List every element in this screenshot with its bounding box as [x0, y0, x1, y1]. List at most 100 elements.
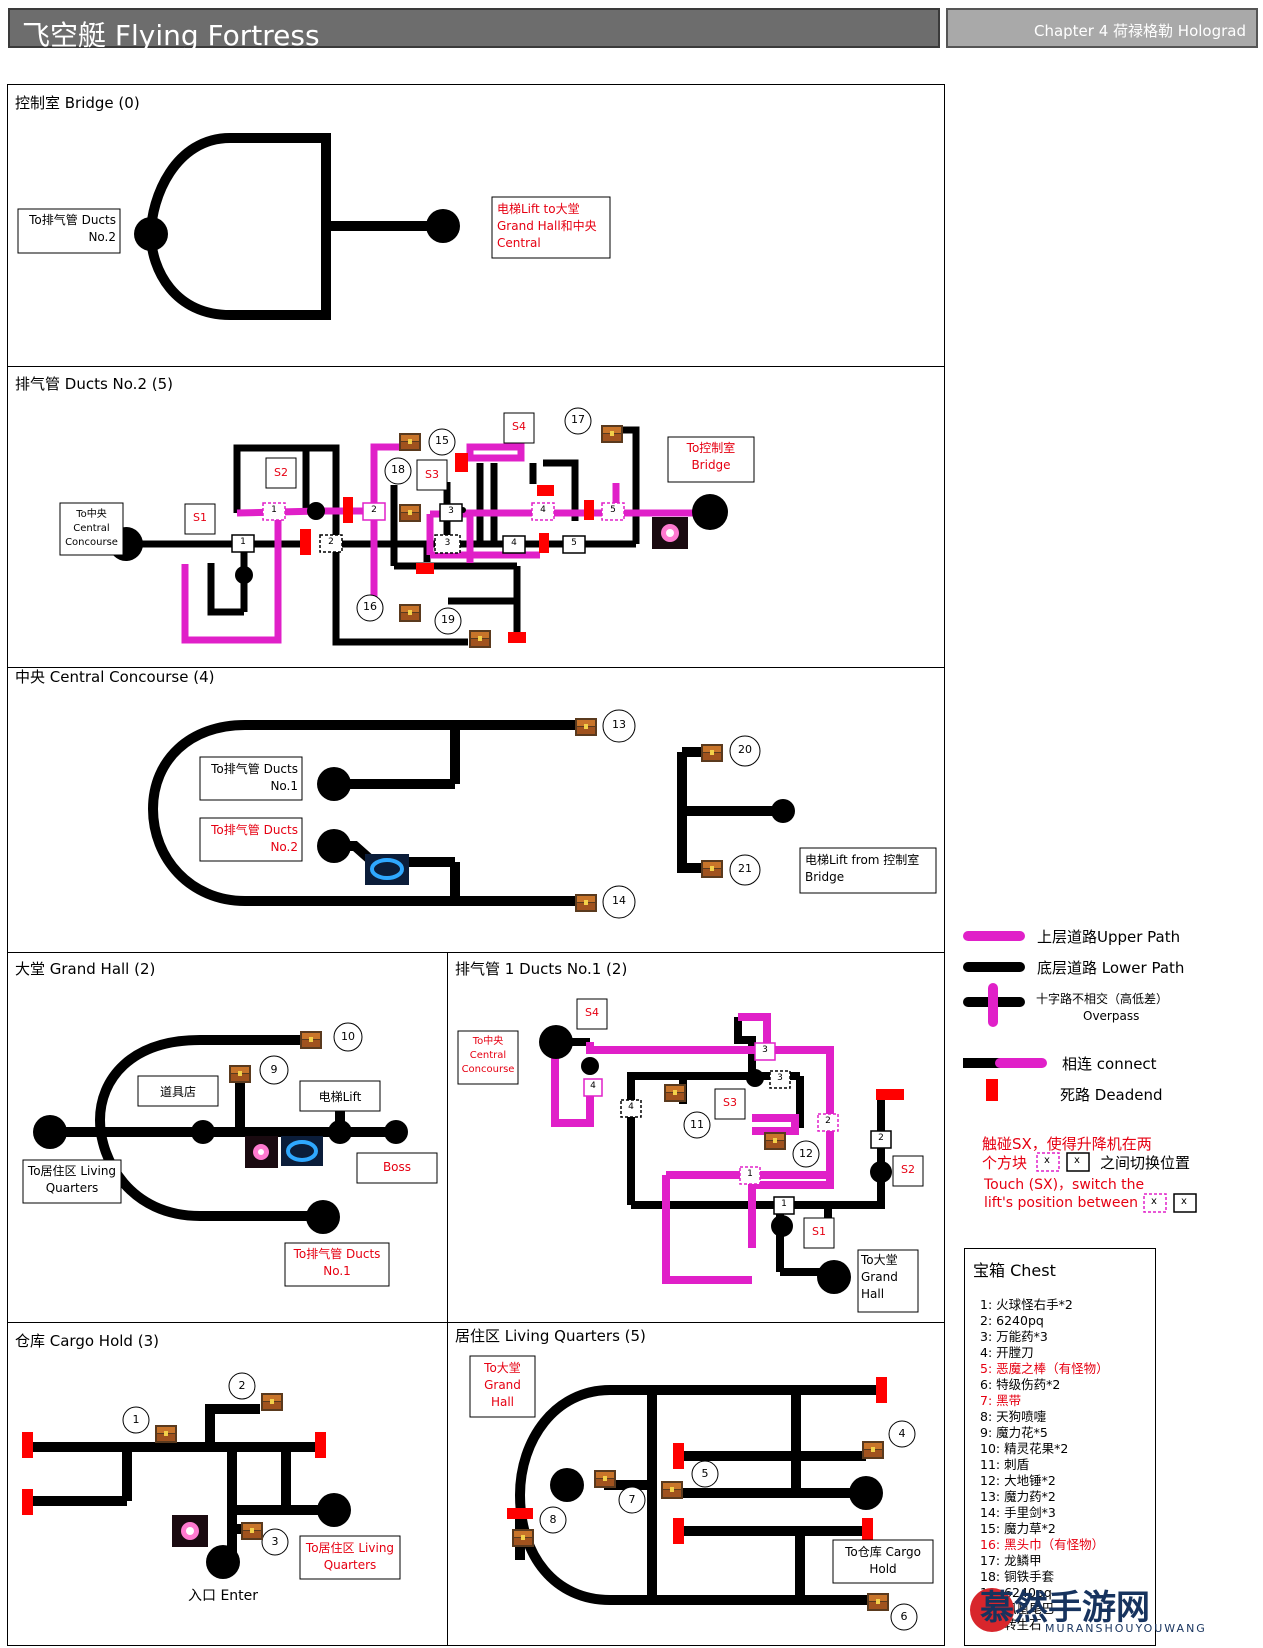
chest-marker-c1: 1 — [132, 1413, 140, 1426]
ducts2-node-2: 2 — [328, 537, 334, 547]
chest-item: 18: 铜铁手套 — [980, 1569, 1055, 1584]
chest-item: 13: 魔力药*2 — [980, 1489, 1056, 1504]
legend-note-en-2: lift's position between — [984, 1195, 1138, 1211]
living-grand-label-2: Grand — [484, 1378, 521, 1392]
ducts2-node-4b: 4 — [540, 505, 546, 515]
chest-marker-l5: 5 — [701, 1467, 709, 1480]
chest-marker-c3: 3 — [271, 1535, 279, 1548]
living-cargo-label-1: To仓库 Cargo — [845, 1545, 921, 1559]
chest-item: 4: 开膛刀 — [980, 1345, 1034, 1360]
chest-marker-13: 13 — [612, 718, 626, 731]
page-title: 飞空艇 Flying Fortress — [22, 19, 320, 52]
chest-marker-18: 18 — [391, 463, 405, 476]
ducts2-s1[interactable]: S1 — [193, 511, 207, 524]
chest-marker-l7: 7 — [628, 1493, 636, 1506]
living-grand-label-1: To大堂 — [484, 1361, 521, 1375]
ducts2-s2[interactable]: S2 — [274, 466, 288, 479]
ducts2-s4[interactable]: S4 — [512, 420, 526, 433]
ducts1-central-label-3: Concourse — [461, 1064, 515, 1075]
living-title: 居住区 Living Quarters (5) — [455, 1327, 646, 1345]
chest-item: 12: 大地锤*2 — [980, 1473, 1056, 1488]
chest-item: 2: 6240pq — [980, 1313, 1044, 1328]
bridge-node-left — [134, 217, 168, 251]
ducts1-node-3b: 3 — [777, 1073, 783, 1083]
bridge-ducts2-label-1: To排气管 Ducts — [29, 213, 116, 227]
central-lift-label-2: Bridge — [805, 870, 845, 884]
legend-note-cn-3: 之间切换位置 — [1100, 1154, 1191, 1172]
bridge-lift-label-1: 电梯Lift to大堂 — [497, 202, 580, 216]
ducts2-bridge-label-1: To控制室 — [686, 441, 736, 455]
central-lift-label-1: 电梯Lift from 控制室 — [805, 853, 920, 867]
legend-x2: x — [1074, 1155, 1080, 1166]
ducts1-node-4: 4 — [590, 1081, 596, 1091]
legend-note-en-1: Touch (SX)，switch the — [984, 1177, 1145, 1193]
ducts2-title: 排气管 Ducts No.2 (5) — [15, 375, 173, 393]
chest-title: 宝箱 Chest — [973, 1261, 1056, 1280]
chest-item: 15: 魔力草*2 — [980, 1521, 1056, 1536]
legend-upper: 上层道路Upper Path — [1037, 928, 1181, 946]
ducts2-node-3: 3 — [448, 506, 454, 516]
chest-marker-11: 11 — [690, 1118, 704, 1131]
chest-marker-14: 14 — [612, 894, 626, 907]
grand-ducts1-label-2: No.1 — [323, 1264, 351, 1278]
chest-marker-17: 17 — [571, 413, 585, 426]
chapter-label: Chapter 4 荷禄格勒 Holograd — [1033, 22, 1246, 40]
bridge-title: 控制室 Bridge (0) — [15, 94, 140, 112]
chest-marker-12: 12 — [799, 1147, 813, 1160]
chapter-bar: Chapter 4 荷禄格勒 Holograd — [946, 8, 1258, 48]
cargo-enter-label: 入口 Enter — [188, 1588, 259, 1604]
grand-lift-label: 电梯Lift — [318, 1090, 362, 1104]
chest-marker-l8: 8 — [549, 1513, 557, 1526]
chest-marker-10: 10 — [341, 1030, 355, 1043]
chest-item: 11: 刺盾 — [980, 1457, 1030, 1472]
cargo-living-label-2: Quarters — [323, 1558, 377, 1572]
grand-shop-label: 道具店 — [159, 1085, 196, 1099]
ducts1-central-label-2: Central — [469, 1050, 507, 1061]
ducts2-central-label-3: Concourse — [65, 537, 118, 548]
ducts1-s1[interactable]: S1 — [812, 1225, 826, 1238]
ducts1-s2[interactable]: S2 — [901, 1163, 915, 1176]
ducts2-central-label-1: To中央 — [76, 509, 107, 520]
watermark-text: 慕然手游网 — [980, 1588, 1150, 1628]
chest-marker-20: 20 — [738, 743, 752, 756]
living-cargo-label-2: Hold — [869, 1562, 897, 1576]
legend-overpass: 十字路不相交（高低差） — [1036, 992, 1169, 1006]
ducts1-grand-label-1: To大堂 — [861, 1253, 898, 1267]
legend-deadend: 死路 Deadend — [1060, 1086, 1163, 1104]
cargo-title: 仓库 Cargo Hold (3) — [15, 1332, 159, 1350]
legend-x3: x — [1151, 1196, 1157, 1207]
ducts1-node-1b: 1 — [781, 1199, 787, 1209]
ducts2-node-3b: 3 — [444, 538, 451, 548]
legend-overpass-en: Overpass — [1083, 1009, 1140, 1023]
grand-living-label-2: Quarters — [45, 1181, 99, 1195]
chest-item: 16: 黑头巾（有怪物） — [980, 1537, 1105, 1552]
watermark-subtext: MURANSHOUYOUWANG — [1045, 1622, 1207, 1635]
legend-note-cn-2: 个方块 — [982, 1154, 1028, 1172]
bridge-lift-label-2: Grand Hall和中央 — [497, 219, 597, 233]
ducts2-node-1b: 1 — [271, 505, 277, 515]
bridge-map — [145, 133, 443, 320]
legend-x1: x — [1044, 1155, 1050, 1166]
ducts1-node-2b: 2 — [878, 1133, 884, 1143]
chest-marker-9: 9 — [270, 1063, 278, 1076]
ducts1-s4[interactable]: S4 — [585, 1006, 599, 1019]
chest-item: 5: 恶魔之棒（有怪物） — [980, 1361, 1109, 1376]
cargo-living-label-1: To居住区 Living — [305, 1541, 395, 1555]
panel-ducts2 — [7, 366, 945, 668]
ducts2-s3[interactable]: S3 — [425, 468, 439, 481]
chest-marker-l4: 4 — [898, 1427, 906, 1440]
chest-item: 14: 手里剑*3 — [980, 1505, 1056, 1520]
chest-marker-19: 19 — [441, 613, 455, 626]
ducts1-node-3: 3 — [762, 1045, 768, 1055]
title-bar: 飞空艇 Flying Fortress — [8, 8, 940, 52]
grand-boss-label: Boss — [382, 1160, 412, 1174]
ducts1-s3[interactable]: S3 — [723, 1096, 737, 1109]
chest-item: 8: 天狗喷嚏 — [980, 1409, 1047, 1424]
living-grand-label-3: Hall — [490, 1395, 515, 1409]
chest-marker-16: 16 — [363, 600, 377, 613]
central-ducts1-label-1: To排气管 Ducts — [211, 762, 298, 776]
bridge-lift-label-3: Central — [497, 236, 541, 250]
